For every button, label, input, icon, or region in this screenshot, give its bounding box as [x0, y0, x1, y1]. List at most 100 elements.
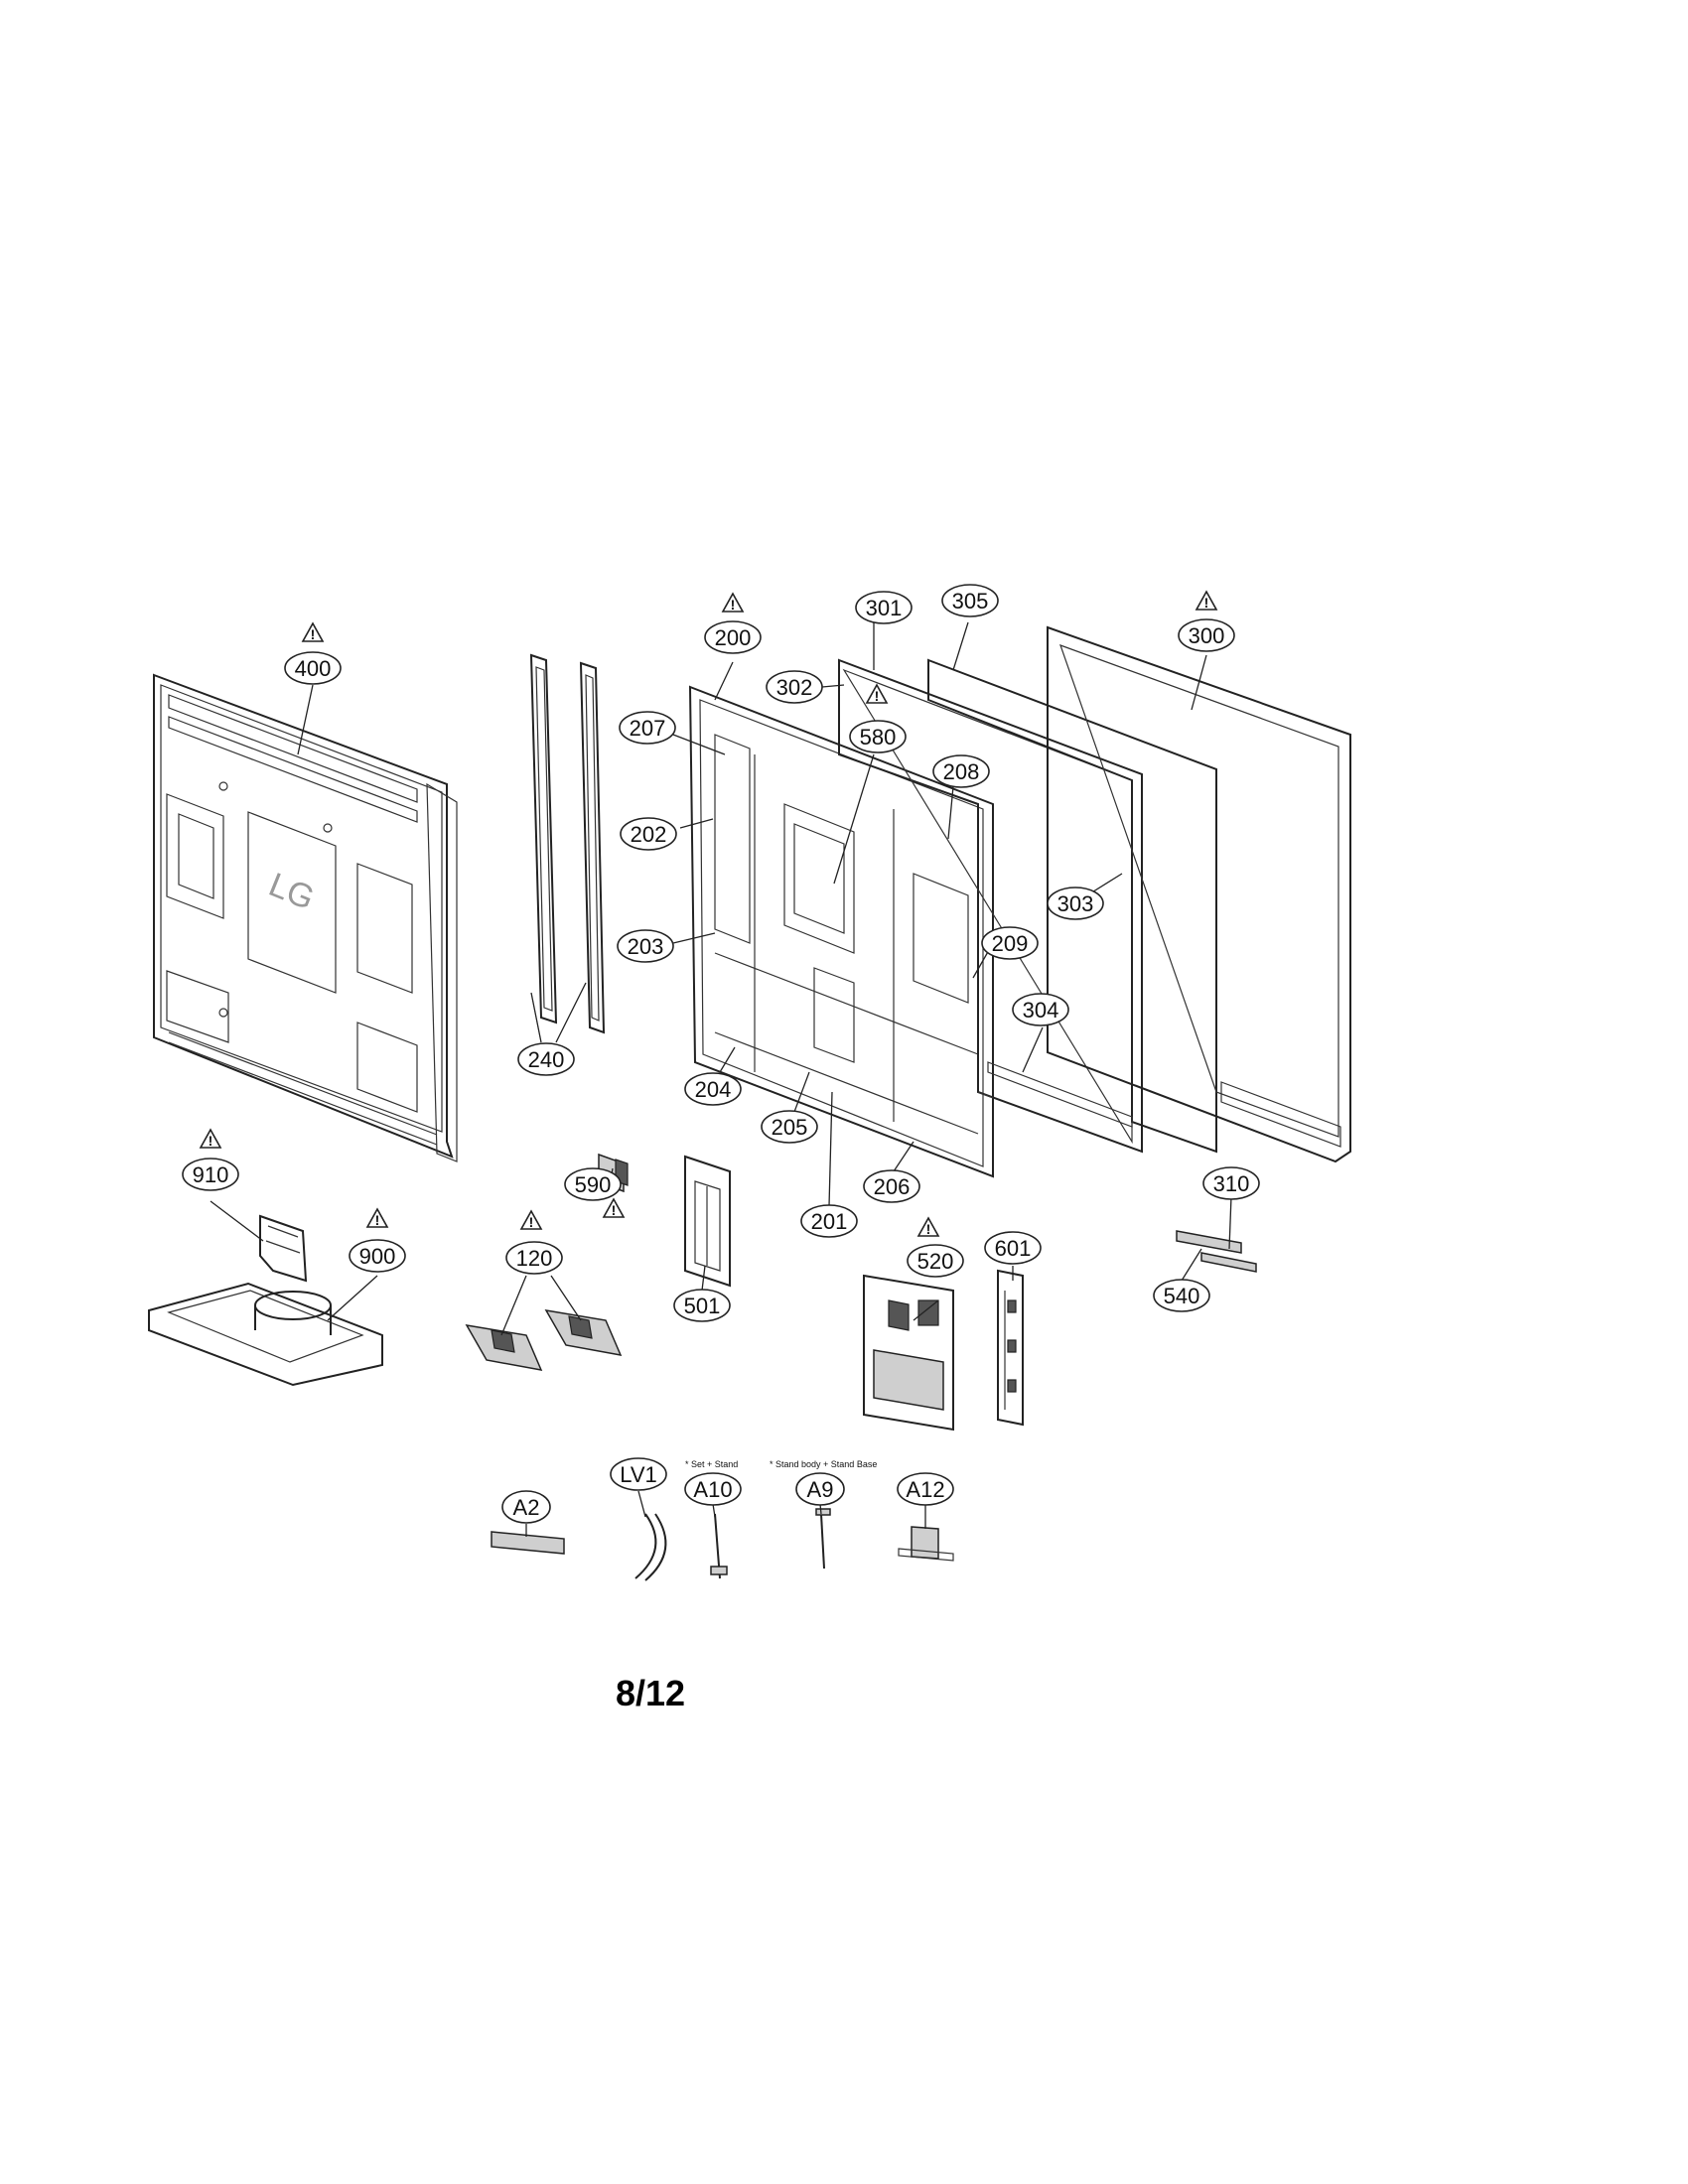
callout-200: 200 — [704, 620, 762, 654]
svg-text:540: 540 — [1164, 1284, 1200, 1308]
callout-203: 203 — [617, 929, 674, 963]
callouts: 400 240 200 207 202 203 204 205 — [182, 584, 1260, 1524]
svg-text:580: 580 — [860, 725, 897, 750]
callout-304: 304 — [1012, 993, 1069, 1026]
warning-icon: ! — [865, 683, 889, 704]
svg-text:208: 208 — [943, 759, 980, 784]
callout-207: 207 — [619, 711, 676, 745]
callout-204: 204 — [684, 1072, 742, 1106]
svg-text:!: ! — [209, 1133, 213, 1149]
part-front-cabinet — [1047, 625, 1351, 1163]
callout-120: 120 — [505, 1241, 563, 1275]
svg-text:206: 206 — [874, 1174, 911, 1199]
warning-icon: ! — [365, 1207, 389, 1228]
leader-lines — [210, 620, 1232, 1537]
callout-209: 209 — [981, 926, 1039, 960]
callout-900: 900 — [349, 1239, 406, 1273]
callout-520: 520 — [907, 1244, 964, 1278]
svg-text:305: 305 — [952, 589, 989, 614]
callout-240: 240 — [517, 1042, 575, 1076]
part-310-540 — [1176, 1230, 1257, 1273]
callout-201: 201 — [800, 1204, 858, 1238]
svg-text:!: ! — [375, 1212, 380, 1228]
page-number: 8/12 — [616, 1673, 685, 1713]
part-stand-neck — [259, 1214, 308, 1283]
warning-icon: ! — [301, 621, 325, 642]
svg-text:A12: A12 — [906, 1477, 944, 1502]
svg-text:302: 302 — [776, 675, 813, 700]
svg-text:201: 201 — [811, 1209, 848, 1234]
callout-590: 590 — [564, 1167, 622, 1201]
part-stand-base — [148, 1282, 383, 1387]
svg-text:300: 300 — [1189, 623, 1225, 648]
svg-text:207: 207 — [630, 716, 666, 741]
part-led-bar — [987, 1061, 1133, 1128]
svg-text:601: 601 — [995, 1236, 1032, 1261]
svg-text:910: 910 — [193, 1162, 229, 1187]
svg-text:303: 303 — [1057, 891, 1094, 916]
svg-text:A10: A10 — [693, 1477, 732, 1502]
part-power-board — [863, 1274, 954, 1432]
warning-icon: ! — [519, 1209, 543, 1230]
part-bracket — [684, 1155, 731, 1288]
callout-300: 300 — [1178, 618, 1235, 652]
svg-text:304: 304 — [1023, 998, 1059, 1023]
callout-302: 302 — [766, 670, 823, 704]
svg-text:!: ! — [1204, 595, 1209, 611]
callout-305: 305 — [941, 584, 999, 617]
svg-text:203: 203 — [628, 934, 664, 959]
callout-501: 501 — [673, 1289, 731, 1322]
svg-text:202: 202 — [631, 822, 667, 847]
callout-580: 580 — [849, 720, 907, 753]
svg-text:240: 240 — [528, 1047, 565, 1072]
svg-text:310: 310 — [1213, 1171, 1250, 1196]
callout-303: 303 — [1047, 887, 1104, 920]
svg-text:!: ! — [926, 1221, 931, 1237]
svg-text:301: 301 — [866, 596, 903, 620]
note-a9: * Stand body + Stand Base — [770, 1459, 877, 1469]
lg-logo-text: LG — [263, 866, 319, 917]
callout-301: 301 — [855, 591, 913, 624]
svg-text:900: 900 — [359, 1244, 396, 1269]
svg-text:501: 501 — [684, 1294, 721, 1318]
warning-icon: ! — [916, 1216, 940, 1237]
note-a10: * Set + Stand — [685, 1459, 738, 1469]
part-inner-frame — [688, 685, 994, 1178]
callout-a10: A10 — [684, 1472, 742, 1506]
accessory-parts — [491, 1508, 954, 1581]
svg-text:!: ! — [529, 1214, 534, 1230]
svg-text:400: 400 — [295, 656, 332, 681]
svg-text:204: 204 — [695, 1077, 732, 1102]
warning-icon: ! — [602, 1197, 626, 1218]
svg-text:520: 520 — [917, 1249, 954, 1274]
callout-a12: A12 — [897, 1472, 954, 1506]
svg-text:A9: A9 — [807, 1477, 834, 1502]
callout-205: 205 — [761, 1110, 818, 1144]
warning-icon: ! — [1195, 590, 1218, 611]
callout-310: 310 — [1202, 1166, 1260, 1200]
callout-a2: A2 — [501, 1490, 551, 1524]
part-main-board — [997, 1269, 1024, 1427]
svg-text:LV1: LV1 — [620, 1462, 657, 1487]
callout-206: 206 — [863, 1169, 920, 1203]
svg-text:!: ! — [875, 688, 880, 704]
callout-202: 202 — [620, 817, 677, 851]
callout-910: 910 — [182, 1158, 239, 1191]
callout-540: 540 — [1153, 1279, 1210, 1312]
callout-a9: A9 — [795, 1472, 845, 1506]
svg-text:205: 205 — [772, 1115, 808, 1140]
svg-text:!: ! — [311, 626, 316, 642]
warning-icon: ! — [721, 592, 745, 613]
callout-400: 400 — [284, 651, 342, 685]
svg-text:!: ! — [612, 1202, 617, 1218]
part-side-brackets — [529, 653, 606, 1034]
part-speakers — [465, 1309, 623, 1371]
warning-icon: ! — [199, 1128, 222, 1149]
svg-text:!: ! — [731, 597, 736, 613]
svg-text:590: 590 — [575, 1172, 612, 1197]
svg-text:200: 200 — [715, 625, 752, 650]
svg-text:209: 209 — [992, 931, 1029, 956]
callout-lv1: LV1 — [610, 1457, 667, 1491]
callout-208: 208 — [932, 754, 990, 788]
